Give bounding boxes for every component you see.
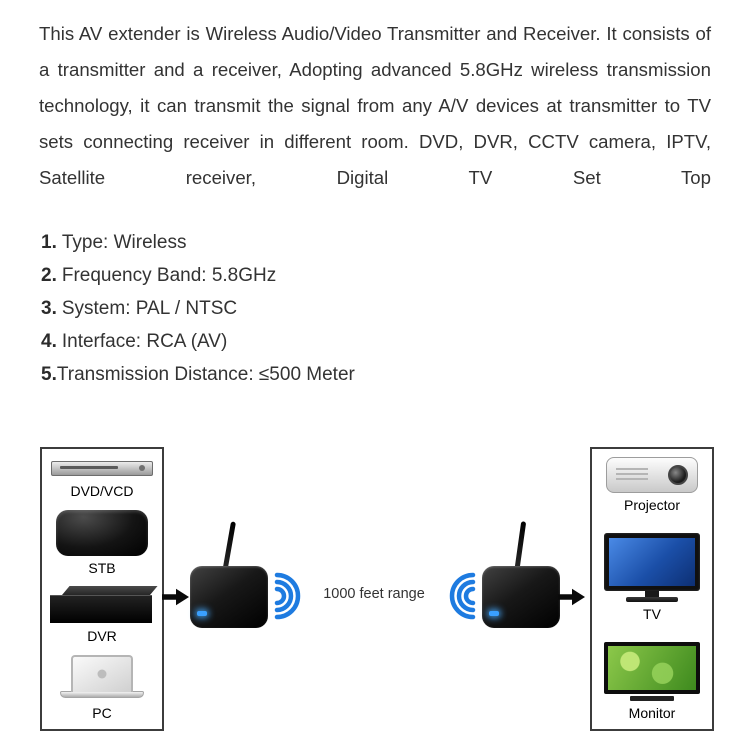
projector-device: Projector xyxy=(606,457,698,513)
spec-text: Frequency Band: 5.8GHz xyxy=(61,265,277,286)
dvr-device: DVR xyxy=(50,586,158,645)
device-label: STB xyxy=(88,559,116,576)
led-indicator xyxy=(489,611,499,616)
receiver-box-icon xyxy=(482,566,560,628)
monitor-device: Monitor xyxy=(604,642,700,721)
spec-item: 5.Transmission Distance: ≤500 Meter xyxy=(41,358,355,391)
spec-item: 1.Type: Wireless xyxy=(41,226,355,259)
device-label: DVR xyxy=(87,628,117,645)
wireless-range-label: 1000 feet range xyxy=(323,586,425,602)
arrow-source-to-transmitter-icon xyxy=(162,588,189,606)
device-label: Monitor xyxy=(628,705,676,721)
spec-number: 2. xyxy=(41,265,57,286)
arrow-receiver-to-output-icon xyxy=(558,588,585,606)
stb-icon xyxy=(56,509,148,556)
dvd-player-icon xyxy=(51,457,153,479)
pc-device: PC xyxy=(60,654,144,721)
spec-item: 4.Interface: RCA (AV) xyxy=(41,325,355,358)
signal-waves-right-icon xyxy=(449,572,476,620)
spec-item: 3.System: PAL / NTSC xyxy=(41,292,355,325)
device-label: DVD/VCD xyxy=(70,483,134,499)
spec-number: 3. xyxy=(41,298,57,319)
spec-item: 2.Frequency Band: 5.8GHz xyxy=(41,259,355,292)
spec-text: Transmission Distance: ≤500 Meter xyxy=(56,364,355,385)
spec-number: 5. xyxy=(41,364,57,385)
spec-list: 1.Type: Wireless 2.Frequency Band: 5.8GH… xyxy=(41,226,355,391)
source-devices-panel: DVD/VCD STB DVR PC xyxy=(40,447,164,731)
dvd-player-device: DVD/VCD xyxy=(51,457,153,499)
device-label: TV xyxy=(643,606,661,622)
output-devices-panel: Projector TV Monitor xyxy=(590,447,714,731)
product-description-text: This AV extender is Wireless Audio/Video… xyxy=(39,23,711,188)
device-label: Projector xyxy=(623,497,681,513)
transmitter xyxy=(190,521,268,628)
signal-waves-left-icon xyxy=(274,572,301,620)
spec-text: Type: Wireless xyxy=(61,232,187,253)
monitor-icon xyxy=(604,642,700,701)
transmitter-box-icon xyxy=(190,566,268,628)
spec-text: System: PAL / NTSC xyxy=(61,298,238,319)
tv-device: TV xyxy=(604,533,700,622)
tv-icon xyxy=(604,533,700,602)
spec-number: 1. xyxy=(41,232,57,253)
spec-text: Interface: RCA (AV) xyxy=(61,331,228,352)
projector-icon xyxy=(606,457,698,493)
stb-device: STB xyxy=(56,509,148,576)
spec-number: 4. xyxy=(41,331,57,352)
dvr-icon xyxy=(50,586,158,624)
led-indicator xyxy=(197,611,207,616)
laptop-icon xyxy=(60,654,144,701)
device-label: PC xyxy=(92,704,112,721)
receiver xyxy=(482,521,560,628)
